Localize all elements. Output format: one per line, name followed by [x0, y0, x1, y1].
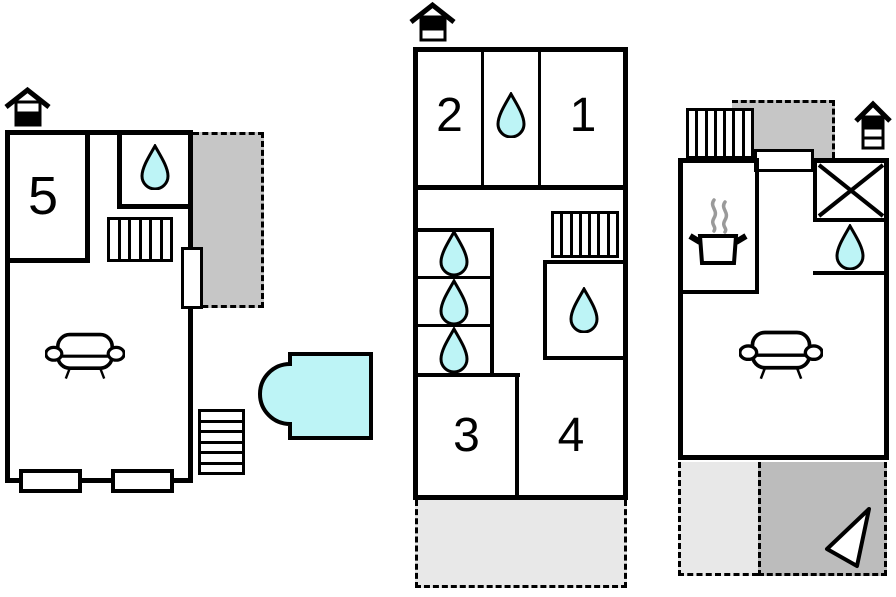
room-1-label: 1 [569, 89, 597, 142]
wall [5, 258, 89, 263]
room-2-label: 2 [436, 89, 463, 142]
water-drop-icon [438, 279, 470, 325]
direction-arrow-icon [820, 500, 876, 570]
wall [515, 375, 519, 500]
exterior-stairs-icon [198, 409, 245, 475]
terrace-left [193, 132, 264, 308]
terrace-middle [415, 500, 627, 588]
wall [85, 130, 90, 263]
wall [413, 324, 490, 327]
bathroom-left-walls [117, 130, 193, 209]
stairs-icon [107, 217, 173, 262]
water-drop-icon [438, 327, 470, 373]
wall [813, 218, 889, 222]
room-5-label: 5 [27, 166, 59, 226]
house-floor-indicator-middle-icon [409, 1, 456, 45]
wall [813, 158, 817, 222]
wall [543, 260, 547, 360]
door-opening [754, 149, 814, 172]
terrace-right-bottom-left [678, 462, 758, 576]
sofa-icon [739, 329, 823, 383]
water-drop-icon [834, 224, 866, 270]
exterior-stairs-icon [686, 108, 754, 159]
window [111, 469, 174, 493]
wall [413, 185, 628, 190]
house-floor-indicator-right-icon [854, 100, 892, 154]
cooking-pot-icon [688, 196, 748, 268]
water-drop-icon [568, 287, 600, 333]
wall [413, 276, 490, 279]
wall [490, 228, 494, 377]
crossed-box-fixture-icon [817, 163, 885, 218]
wall [545, 356, 628, 360]
plunge-pool-icon [256, 350, 375, 442]
window [19, 469, 82, 493]
wall [538, 47, 541, 187]
wall [543, 260, 628, 264]
wall [678, 290, 759, 294]
water-drop-icon [495, 92, 527, 138]
wall [755, 158, 759, 293]
door-opening [181, 247, 203, 309]
water-drop-icon [139, 144, 171, 190]
room-3-label: 3 [453, 409, 480, 462]
house-floor-indicator-left-icon [4, 86, 51, 130]
sofa-icon [45, 330, 125, 384]
wall [413, 373, 520, 377]
room-4-label: 4 [557, 409, 585, 462]
water-drop-icon [438, 230, 470, 276]
stairs-icon [551, 211, 619, 258]
wall [813, 271, 889, 275]
wall [481, 47, 484, 187]
